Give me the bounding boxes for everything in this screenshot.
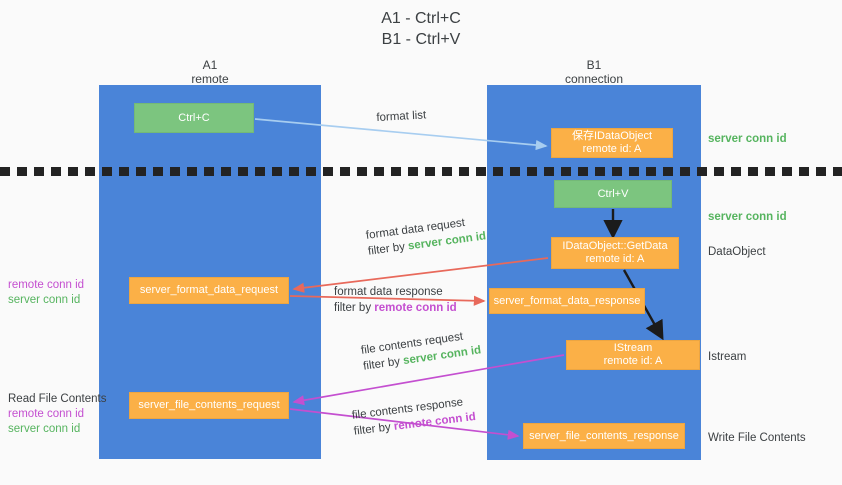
node-server-file-contents-request[interactable]: server_file_contents_request <box>129 392 289 419</box>
annotation-write-file-contents: Write File Contents <box>708 432 806 444</box>
annotation-server-conn-id-mid: server conn id <box>708 211 787 223</box>
column-header-b1: B1 connection <box>564 58 624 86</box>
node-ctrl-c[interactable]: Ctrl+C <box>134 103 254 133</box>
node-idataobject-getdata[interactable]: IDataObject::GetData remote id: A <box>551 237 679 269</box>
edge-label-fcresp-filter-prefix: filter by <box>353 420 395 438</box>
edge-label-fdresp-filter-value: remote conn id <box>374 302 457 314</box>
annotation-group-conn-ids-top: remote conn id server conn id <box>8 278 84 308</box>
edge-label-format-data-response: format data response filter by remote co… <box>334 284 457 316</box>
annotation-server-conn-id-2: server conn id <box>8 423 81 435</box>
annotation-remote-conn-id-1: remote conn id <box>8 279 85 291</box>
node-idataobject[interactable]: 保存IDataObject remote id: A <box>551 128 673 158</box>
node-server-format-data-request[interactable]: server_format_data_request <box>129 277 289 304</box>
edge-label-fdresp-filter-prefix: filter by <box>334 302 375 314</box>
edge-label-fdreq-filter-prefix: filter by <box>367 240 409 258</box>
annotation-group-read-file-contents: Read File Contents remote conn id server… <box>8 392 106 437</box>
annotation-read-file-contents: Read File Contents <box>8 393 107 405</box>
node-server-file-contents-response[interactable]: server_file_contents_response <box>523 423 685 449</box>
trust-boundary-divider <box>0 167 842 176</box>
edge-label-fdresp-title: format data response <box>334 286 443 298</box>
node-ctrl-v[interactable]: Ctrl+V <box>554 180 672 208</box>
edge-label-file-contents-response: file contents response filter by remote … <box>351 393 477 440</box>
column-header-a1: A1 remote <box>191 58 229 86</box>
annotation-dataobject: DataObject <box>708 246 766 258</box>
edge-label-fcreq-filter-prefix: filter by <box>362 355 405 373</box>
edge-label-file-contents-request: file contents request filter by server c… <box>360 326 482 374</box>
edge-label-format-data-request: format data request filter by server con… <box>365 212 487 259</box>
page-title: A1 - Ctrl+C B1 - Ctrl+V <box>381 10 461 48</box>
edge-label-format-list-text: format list <box>376 109 427 124</box>
annotation-istream: Istream <box>708 351 747 363</box>
edge-label-format-list: format list <box>376 107 427 126</box>
annotation-remote-conn-id-2: remote conn id <box>8 408 85 420</box>
node-server-format-data-response[interactable]: server_format_data_response <box>489 288 645 314</box>
node-istream[interactable]: IStream remote id: A <box>566 340 700 370</box>
annotation-server-conn-id-top: server conn id <box>708 133 787 145</box>
annotation-server-conn-id-1: server conn id <box>8 294 81 306</box>
